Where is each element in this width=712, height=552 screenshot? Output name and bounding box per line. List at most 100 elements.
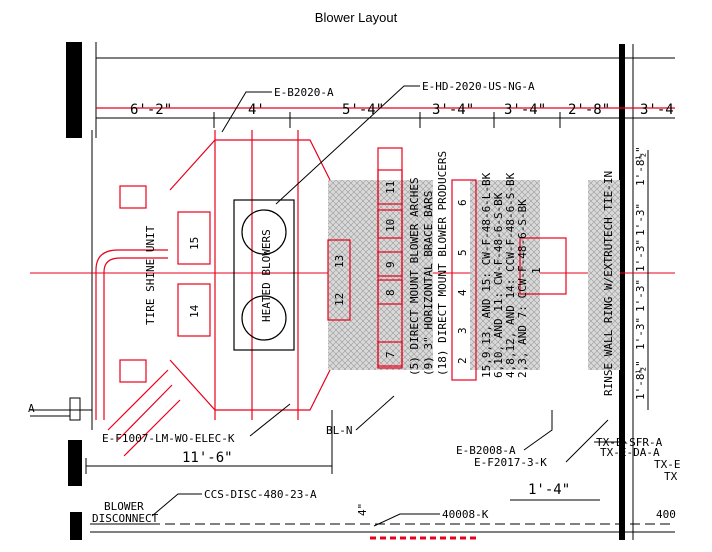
producer-note-1: 15,9,13, AND 15: CW-F-48-6-L-BK (480, 172, 493, 378)
leader-e-b2008 (523, 410, 553, 451)
leader-e-f1007 (249, 403, 291, 437)
blower-number-1: 1 (530, 267, 543, 274)
producer-box-10 (377, 209, 403, 239)
building-walls (30, 42, 675, 540)
heated-blower-fan-bottom (241, 295, 287, 341)
producer-column-left (327, 239, 351, 321)
leader-40008 (373, 513, 440, 527)
hatched-zone-middle (470, 180, 540, 370)
wall-right-column (619, 44, 625, 540)
tire-shine-motor-bottom (119, 359, 147, 383)
tire-shine-rail-inner (103, 257, 168, 420)
heated-blowers-frame (169, 130, 331, 420)
leader-e-b2020 (221, 91, 272, 133)
callout-leaders (151, 85, 626, 527)
vert-dim-5: 1'-3" (634, 317, 647, 350)
blower-number-5: 5 (456, 249, 469, 256)
right-vertical-dimensions: 1'-8½" 1'-3" 1'-3" 1'-3" 1'-3" 1'-8½" (634, 146, 649, 410)
wall-left-jamb (69, 397, 81, 421)
producer-notes: 15,9,13, AND 15: CW-F-48-6-L-BK 6,10, AN… (480, 172, 529, 378)
producer-note-4: 2,3, AND 7: CCW-F-48-6-S-BK (516, 199, 529, 378)
wall-bottom-left (68, 440, 82, 486)
callout-tx-3: TX-E (654, 458, 681, 471)
tire-shine-label: TIRE SHINE UNIT (144, 225, 157, 325)
callout-tx-2: TX-E-DA-A (600, 446, 660, 459)
callout-ccs: CCS-DISC-480-23-A (204, 488, 317, 501)
producer-box-11 (377, 169, 403, 205)
producer-column-b (451, 179, 477, 381)
note-blower-producers: (18) DIRECT MOUNT BLOWER PRODUCERS (436, 151, 449, 376)
blower-number-3: 3 (456, 327, 469, 334)
dim-3ft-4in-b: 3'-4" (504, 102, 546, 118)
wall-top-left (66, 42, 82, 138)
blower-disconnect-label-2: DISCONNECT (92, 512, 159, 525)
tire-shine-ramp (107, 369, 181, 457)
dim-2ft-8in: 2'-8" (568, 102, 610, 118)
bottom-lines (90, 523, 675, 540)
callout-e-b2008: E-B2008-A (456, 444, 516, 457)
dim-3ft-4in-a: 3'-4" (432, 102, 474, 118)
blower-number-11: 11 (384, 181, 397, 194)
dim-6ft-2in: 6'-2" (130, 102, 172, 118)
tire-shine-unit (95, 185, 181, 457)
producer-box-9 (377, 251, 403, 277)
blower-box-15 (177, 211, 211, 265)
heated-blowers-label: HEATED BLOWERS (260, 229, 273, 322)
blower-number-9: 9 (384, 261, 397, 268)
rinse-ring-box (519, 237, 567, 295)
tire-shine-motor-top (119, 185, 147, 209)
leader-e-f2017 (565, 419, 609, 463)
hatched-zone-left (328, 180, 433, 370)
heated-blower-fan-top (241, 209, 287, 255)
blower-disconnect-label-1: BLOWER (104, 500, 144, 513)
callout-400: 400 (656, 508, 676, 521)
callout-e-f1007: E-F1007-LM-WO-ELEC-K (102, 432, 235, 445)
blower-number-14: 14 (188, 304, 201, 318)
blower-number-7: 7 (384, 351, 397, 358)
vert-dim-6: 1'-8½" (634, 360, 647, 400)
blower-producers (327, 147, 567, 381)
blower-number-labels: 15 14 13 12 11 10 9 8 7 6 5 4 3 2 1 (188, 181, 543, 364)
blower-number-4: 4 (456, 289, 469, 296)
wall-bottom-left-lower (70, 512, 82, 540)
dim-4ft: 4' (248, 102, 265, 118)
rinse-wall-label: RINSE WALL RING W/EXTRUTECH TIE-IN (602, 171, 615, 396)
producer-box-7 (377, 341, 403, 367)
callout-tx-1: TX-E-SFR-A (596, 436, 663, 449)
heated-blower-housing (233, 199, 295, 351)
callout-tx-4: TX (664, 470, 678, 483)
blower-number-6: 6 (456, 199, 469, 206)
bottom-dimension (85, 410, 333, 474)
tire-shine-rail-outer (95, 249, 168, 420)
blower-number-13: 13 (333, 255, 346, 268)
blower-box-14 (177, 283, 211, 337)
frame-diagonal-top (169, 139, 331, 191)
vert-dim-4: 1'-3" (634, 279, 647, 312)
producer-box-8 (377, 279, 403, 305)
blower-notes: (5) DIRECT MOUNT BLOWER ARCHES (9) 3" HO… (408, 151, 449, 376)
callout-40008: 40008-K (442, 508, 489, 521)
producer-note-3: 4,8,12, AND 14: CCW-F-48-6-S-BK (504, 172, 517, 378)
note-brace-bars: (9) 3" HORIZONTAL BRACE BARS (422, 191, 435, 376)
vert-dim-2: 1'-3" (634, 203, 647, 236)
blower-number-15: 15 (188, 237, 201, 250)
frame-diagonal-bottom (169, 359, 331, 411)
note-blower-arches: (5) DIRECT MOUNT BLOWER ARCHES (408, 177, 421, 376)
blower-number-10: 10 (384, 219, 397, 232)
blower-number-8: 8 (384, 289, 397, 296)
callout-e-f2017: E-F2017-3-K (474, 456, 547, 469)
callout-e-b2020: E-B2020-A (274, 86, 334, 99)
dim-11ft-6in: 11'-6" (182, 450, 233, 466)
dim-3ft-4: 3'-4 (640, 102, 674, 118)
callout-left-a: A (28, 402, 35, 415)
dim-1ft-4in: 1'-4" (528, 482, 570, 498)
callout-bl-n: BL-N (326, 424, 353, 437)
hatched-zone-right (588, 180, 620, 370)
blower-number-12: 12 (333, 293, 346, 306)
callout-e-hd: E-HD-2020-US-NG-A (422, 80, 535, 93)
page-title: Blower Layout (314, 10, 398, 25)
vert-dim-3: 1'-3" (634, 239, 647, 272)
leader-ccs (151, 493, 202, 517)
leader-e-hd (275, 85, 420, 205)
